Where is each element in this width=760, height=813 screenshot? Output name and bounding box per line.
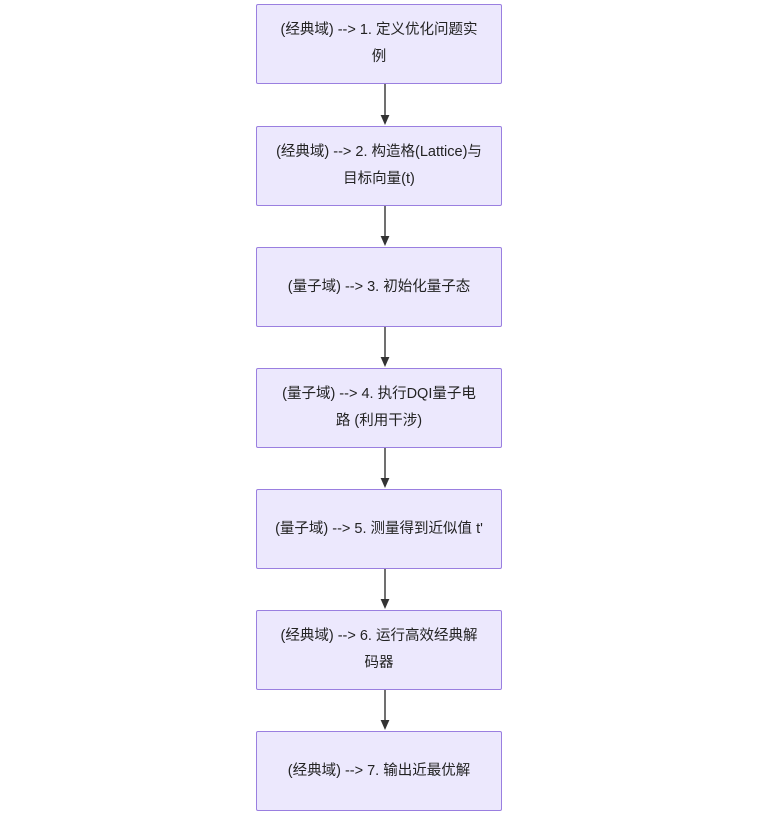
flow-node-4-label: (量子域) --> 4. 执行DQI量子电路 (利用干涉) — [282, 386, 476, 429]
flow-edge-5-to-6 — [377, 569, 393, 610]
flow-node-4[interactable]: (量子域) --> 4. 执行DQI量子电路 (利用干涉) — [256, 368, 502, 448]
flow-node-6-label: (经典域) --> 6. 运行高效经典解码器 — [280, 628, 478, 671]
flow-node-7[interactable]: (经典域) --> 7. 输出近最优解 — [256, 731, 502, 811]
flow-node-1[interactable]: (经典域) --> 1. 定义优化问题实例 — [256, 4, 502, 84]
flow-node-5[interactable]: (量子域) --> 5. 测量得到近似值 t' — [256, 489, 502, 569]
flow-node-1-label: (经典域) --> 1. 定义优化问题实例 — [280, 22, 478, 65]
flow-node-7-label: (经典域) --> 7. 输出近最优解 — [287, 762, 471, 779]
flow-edge-1-to-2 — [377, 84, 393, 126]
flow-edge-6-to-7 — [377, 690, 393, 731]
flow-edge-3-to-4 — [377, 327, 393, 368]
flow-node-2[interactable]: (经典域) --> 2. 构造格(Lattice)与目标向量(t) — [256, 126, 502, 206]
flow-node-2-label: (经典域) --> 2. 构造格(Lattice)与目标向量(t) — [276, 144, 482, 187]
flow-node-6[interactable]: (经典域) --> 6. 运行高效经典解码器 — [256, 610, 502, 690]
flow-node-3-label: (量子域) --> 3. 初始化量子态 — [287, 278, 471, 295]
flow-node-3[interactable]: (量子域) --> 3. 初始化量子态 — [256, 247, 502, 327]
flow-node-5-label: (量子域) --> 5. 测量得到近似值 t' — [275, 520, 483, 537]
flow-edge-2-to-3 — [377, 206, 393, 247]
flow-edge-4-to-5 — [377, 448, 393, 489]
